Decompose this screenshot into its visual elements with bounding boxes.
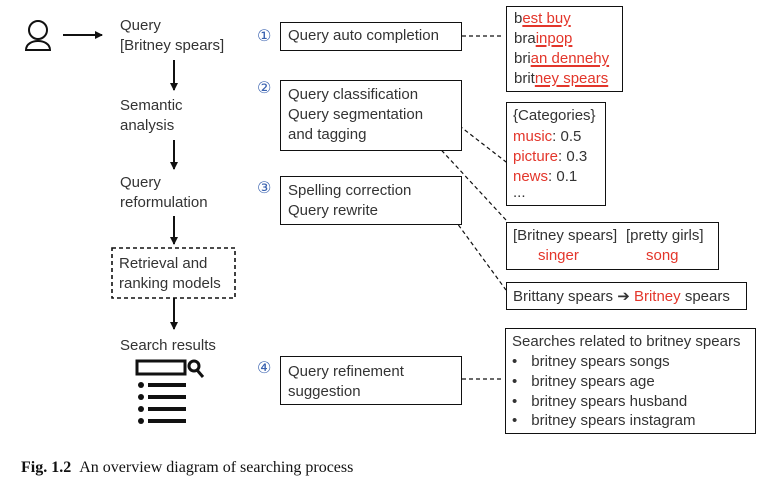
retrieval-line2: ranking models [119, 275, 221, 292]
bullet-icon: • [512, 353, 518, 370]
related-search-item: •britney spears husband [512, 393, 688, 410]
autocomplete-item: britney spears [514, 70, 609, 87]
category-item: picture: 0.3 [513, 148, 588, 165]
tagging-box: [Britney spears] [pretty girls] singer s… [506, 222, 719, 270]
semantic-analysis-line2: analysis [120, 117, 175, 134]
step-box-classification: Query classification Query segmentation … [280, 80, 462, 151]
step-spelling-line1: Spelling correction [288, 182, 412, 199]
step-refinement-line2: suggestion [288, 383, 361, 400]
figure-caption-label: Fig. 1.2 [21, 459, 72, 476]
spelling-correction-box: Brittany spears ➔ Britney spears [506, 282, 747, 310]
step-box-refinement: Query refinement suggestion [280, 356, 462, 405]
step-number-2: ② [257, 80, 272, 97]
search-results-label: Search results [120, 337, 216, 354]
autocomplete-item: brainpop [514, 30, 573, 47]
category-more: ... [513, 184, 526, 201]
related-searches-box: Searches related to britney spears •brit… [505, 328, 756, 434]
tagging-segment-2: [pretty girls] [626, 227, 704, 244]
autocomplete-box: best buy brainpop brian dennehy britney … [506, 6, 623, 92]
step-number-1: ① [257, 28, 272, 45]
bullet-icon: • [512, 412, 518, 429]
related-search-item: •britney spears songs [512, 353, 670, 370]
bullet-icon: • [512, 393, 518, 410]
step-number-4: ④ [257, 360, 272, 377]
related-search-item: •britney spears instagram [512, 412, 696, 429]
tagging-tag-2: song [646, 247, 679, 264]
step-classification-line3: and tagging [288, 126, 367, 143]
tagging-segment-1: [Britney spears] [513, 227, 618, 244]
categories-header: {Categories} [513, 107, 596, 124]
step-box-spelling: Spelling correction Query rewrite [280, 176, 462, 225]
search-results-icon [135, 359, 205, 424]
step-box-auto-completion: Query auto completion [280, 22, 462, 51]
related-search-item: •britney spears age [512, 373, 655, 390]
query-label: Query [120, 17, 161, 34]
retrieval-line1: Retrieval and [119, 255, 208, 272]
categories-box: {Categories} music: 0.5 picture: 0.3 new… [506, 102, 606, 206]
step-auto-completion-label: Query auto completion [288, 27, 439, 44]
step-refinement-line1: Query refinement [288, 363, 404, 380]
step-classification-line2: Query segmentation [288, 106, 424, 123]
autocomplete-item: best buy [514, 10, 571, 27]
retrieval-box [111, 247, 236, 299]
category-item: news: 0.1 [513, 168, 578, 185]
figure-caption: Fig. 1.2 An overview diagram of searchin… [21, 459, 353, 477]
arrow-icon: ➔ [617, 287, 630, 305]
spelling-correction-text: Brittany spears ➔ Britney spears [513, 287, 730, 305]
related-searches-header: Searches related to britney spears [512, 333, 741, 350]
step-classification-line1: Query classification [288, 86, 419, 103]
user-icon [24, 20, 52, 51]
query-value: [Britney spears] [120, 37, 225, 54]
bullet-icon: • [512, 373, 518, 390]
reformulation-line2: reformulation [120, 194, 208, 211]
category-item: music: 0.5 [513, 128, 582, 145]
figure-caption-text: An overview diagram of searching process [79, 459, 354, 476]
semantic-analysis-line1: Semantic [120, 97, 183, 114]
step-spelling-line2: Query rewrite [288, 202, 379, 219]
reformulation-line1: Query [120, 174, 161, 191]
autocomplete-item: brian dennehy [514, 50, 610, 67]
tagging-tag-1: singer [538, 247, 579, 264]
step-number-3: ③ [257, 180, 272, 197]
